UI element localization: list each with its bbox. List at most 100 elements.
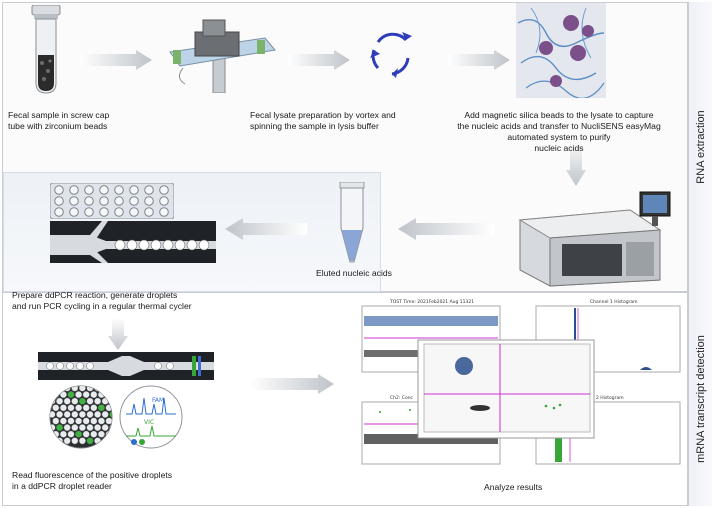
negative-droplet [94,424,102,432]
cartridge-well [69,196,79,206]
negative-droplet [71,397,79,405]
negative-droplet [97,391,105,399]
top-right-plot-title: Channel 1 Histogram [590,299,638,305]
cartridge-well [54,207,64,217]
negative-droplet [71,410,79,418]
negative-droplet [82,404,90,412]
positive-droplet [78,397,86,405]
bottom-right-plot-title: 2 Histogram [596,395,624,401]
arrow-down-icon [566,138,586,186]
positive-droplet [50,386,56,392]
negative-droplet [71,437,79,445]
droplet-generator-icon [50,221,216,263]
negative-droplet [86,424,94,432]
negative-droplet [97,430,105,438]
negative-droplet [94,397,102,405]
cartridge-well [84,207,94,217]
vic-label: VIC [144,419,154,426]
negative-droplet [52,417,60,425]
arrow-left-icon [225,218,307,240]
negative-droplet [52,404,60,412]
cartridge-well [159,185,169,195]
negative-droplet [59,391,67,399]
ddpcr-results-plots: TOST Time: 2021Feb2021 Aug 11321 Channel… [361,299,681,465]
cartridge-well [114,196,124,206]
positive-droplets-icon [49,385,114,449]
negative-droplet [113,405,114,412]
positive-droplet [97,404,105,412]
cartridge-well [129,185,139,195]
cartridge-well [69,207,79,217]
negative-droplet [50,437,56,445]
cartridge-well [129,207,139,217]
negative-droplet [63,397,71,405]
arrow-down-icon [108,318,128,350]
negative-droplet [82,391,90,399]
spin-arrows-icon [370,32,412,78]
cartridge-well [69,185,79,195]
negative-droplet [86,397,94,405]
negative-droplet [52,391,60,399]
negative-droplet [94,410,102,418]
negative-droplet [105,430,112,438]
caption-magnetic-beads: Add magnetic silica beads to the lysate … [457,110,661,153]
cartridge-well [84,196,94,206]
negative-droplet [90,430,98,438]
negative-droplet [75,404,83,412]
cartridge-well [54,196,64,206]
screw-cap-tube-icon [31,5,61,94]
negative-droplet [71,424,79,432]
negative-droplet [101,386,109,392]
negative-droplet [82,417,90,425]
negative-droplet [90,391,98,399]
caption-lysate-prep: Fecal lysate preparation by vortex and s… [250,110,396,131]
cartridge-well [99,185,109,195]
cartridge-well [144,185,154,195]
arrow-right-icon [250,374,334,394]
positive-droplet [86,437,94,445]
cartridge-well [114,207,124,217]
negative-droplet [56,386,64,392]
arrow-right-icon [448,50,510,70]
negative-droplet [63,437,71,445]
rna-extraction-label: RNA extraction [694,110,707,184]
negative-droplet [78,437,86,445]
rna-extraction-tab: RNA extraction [688,2,712,292]
cartridge-well [159,207,169,217]
negative-droplet [101,410,109,418]
negative-droplet [90,404,98,412]
negative-droplet [56,437,64,445]
negative-droplet [101,397,109,405]
caption-ddpcr-prep: Prepare ddPCR reaction, generate droplet… [12,290,192,311]
cartridge-well [114,185,124,195]
arrow-left-icon [398,218,494,240]
caption-eluted: Eluted nucleic acids [316,268,392,278]
negative-droplet [78,386,86,392]
negative-droplet [113,391,114,398]
mrna-detection-label: mRNA transcript detection [694,335,707,463]
negative-droplet [94,437,102,445]
caption-analyze: Analyze results [484,482,543,492]
negative-droplet [67,404,75,412]
cartridge-well [129,196,139,206]
negative-droplet [86,410,94,418]
vortex-machine-icon [169,19,276,93]
negative-droplet [113,431,114,438]
cartridge-well [54,185,64,195]
negative-droplet [105,391,112,399]
droplet-reader-channel-icon [38,352,214,380]
negative-droplet [63,424,71,432]
cartridge-well [84,185,94,195]
mrna-detection-tab: mRNA transcript detection [688,292,712,506]
negative-droplet [67,417,75,425]
top-left-plot-title: TOST Time: 2021Feb2021 Aug 11321 [389,299,474,305]
cartridge-well [144,196,154,206]
negative-droplet [97,417,105,425]
negative-droplet [101,424,109,432]
negative-droplet [75,417,83,425]
negative-droplet [67,430,75,438]
caption-read-fluorescence: Read fluorescence of the positive drople… [12,470,173,491]
negative-droplet [59,417,67,425]
eluted-tube-icon [339,182,365,263]
positive-droplet [67,391,75,399]
